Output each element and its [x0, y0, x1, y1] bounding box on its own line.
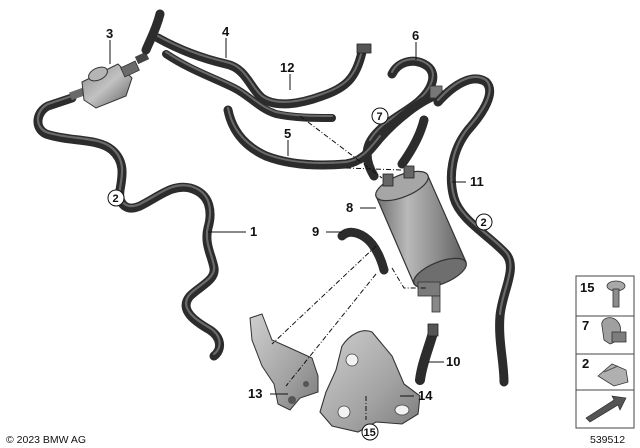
circled-callout-7: 7	[371, 107, 389, 125]
callout-5: 5	[284, 126, 291, 141]
callout-10: 10	[446, 354, 460, 369]
circled-callout-15: 15	[361, 423, 379, 441]
circled-callouts: 2 7 2 15	[107, 107, 493, 441]
callout-12: 12	[280, 60, 294, 75]
callout-11: 11	[470, 174, 484, 189]
hose-5	[223, 85, 445, 170]
legend-label-15: 15	[580, 280, 594, 295]
bracket-13	[249, 313, 319, 411]
svg-text:2: 2	[113, 193, 119, 205]
hose-9	[337, 227, 389, 275]
alignment-lines	[271, 115, 426, 420]
legend-panel: 15 7 2	[575, 275, 635, 429]
svg-text:7: 7	[377, 111, 383, 123]
legend-label-7: 7	[582, 318, 589, 333]
callout-labels: 3 4 12 6 5 1 8 9 11 10 13 14	[106, 24, 484, 403]
callout-3: 3	[106, 26, 113, 41]
screw-icon	[606, 280, 626, 308]
hose-1	[33, 93, 224, 361]
svg-text:2: 2	[481, 217, 487, 229]
hose-10	[415, 323, 439, 385]
callout-4: 4	[222, 24, 230, 39]
callout-6: 6	[412, 28, 419, 43]
legend-label-2: 2	[582, 356, 589, 371]
leader-lines	[109, 38, 466, 397]
hose-4	[141, 9, 372, 109]
circled-callout-2-left: 2	[107, 189, 125, 207]
bracket-clip-icon	[597, 363, 629, 387]
hose-11	[397, 74, 515, 387]
hose-clip-icon	[601, 317, 627, 345]
carbon-canister-8	[375, 165, 467, 313]
direction-arrow-icon	[585, 395, 627, 423]
purge-valve-3	[69, 51, 150, 109]
hose-12	[162, 50, 336, 122]
svg-text:15: 15	[364, 427, 376, 439]
circled-callout-2-right: 2	[475, 213, 493, 231]
callout-13: 13	[248, 386, 262, 401]
copyright-text: © 2023 BMW AG	[6, 434, 86, 446]
callout-8: 8	[346, 200, 353, 215]
callout-9: 9	[312, 224, 319, 239]
heat-shield-14	[319, 330, 421, 433]
diagram-number: 539512	[590, 434, 625, 446]
callout-1: 1	[250, 224, 257, 239]
callout-14: 14	[418, 388, 433, 403]
